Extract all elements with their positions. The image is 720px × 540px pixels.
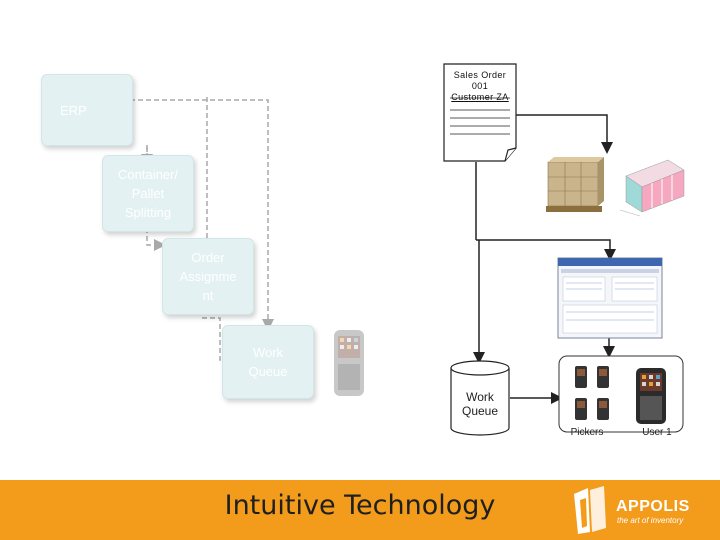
order-label-line1: Order	[191, 250, 225, 265]
database-icon	[450, 360, 510, 436]
container-label-line3: Splitting	[124, 205, 172, 220]
picker-device-icon	[575, 366, 609, 420]
container-splitting-box: Container/ Pallet Splitting	[102, 155, 194, 232]
faded-work-queue-line2: Queue	[248, 364, 288, 379]
connector-lines	[473, 114, 616, 404]
storage-rack-icon	[619, 159, 685, 217]
pallet-boxes-icon	[546, 157, 604, 212]
erp-box: ERP	[41, 74, 133, 146]
footer-brand: APPOLIS	[616, 498, 690, 515]
sales-order-line2: 001	[471, 81, 489, 91]
database-label-line1: Work	[466, 390, 494, 404]
faded-work-queue-line1: Work	[252, 345, 284, 360]
sales-order-text: Sales Order 001 Customer ZA	[444, 70, 516, 103]
sales-order-document	[443, 63, 517, 162]
order-label-line3: nt	[202, 288, 214, 303]
computer-screen-icon	[557, 257, 663, 339]
user-label: User 1	[642, 427, 672, 438]
database-label: Work Queue	[451, 390, 509, 418]
appolis-logo-icon	[574, 486, 606, 534]
database-label-line2: Queue	[461, 404, 499, 418]
handheld-scanner-icon	[334, 330, 364, 396]
pickers-label: Pickers	[570, 427, 604, 438]
sales-order-line1: Sales Order	[453, 70, 507, 80]
work-queue-faded-box: Work Queue	[222, 325, 314, 399]
container-label-line2: Pallet	[131, 186, 165, 201]
order-assignment-box: Order Assignme nt	[162, 238, 254, 315]
user-device-icon	[636, 368, 666, 424]
footer-title: Intuitive Technology	[224, 490, 496, 521]
container-label-line1: Container/	[118, 167, 178, 182]
sales-order-line3: Customer ZA	[451, 92, 509, 102]
erp-label: ERP	[60, 103, 87, 118]
footer-tagline: the art of inventory	[617, 516, 684, 525]
order-label-line2: Assignme	[179, 269, 237, 284]
devices-icons	[575, 366, 666, 424]
